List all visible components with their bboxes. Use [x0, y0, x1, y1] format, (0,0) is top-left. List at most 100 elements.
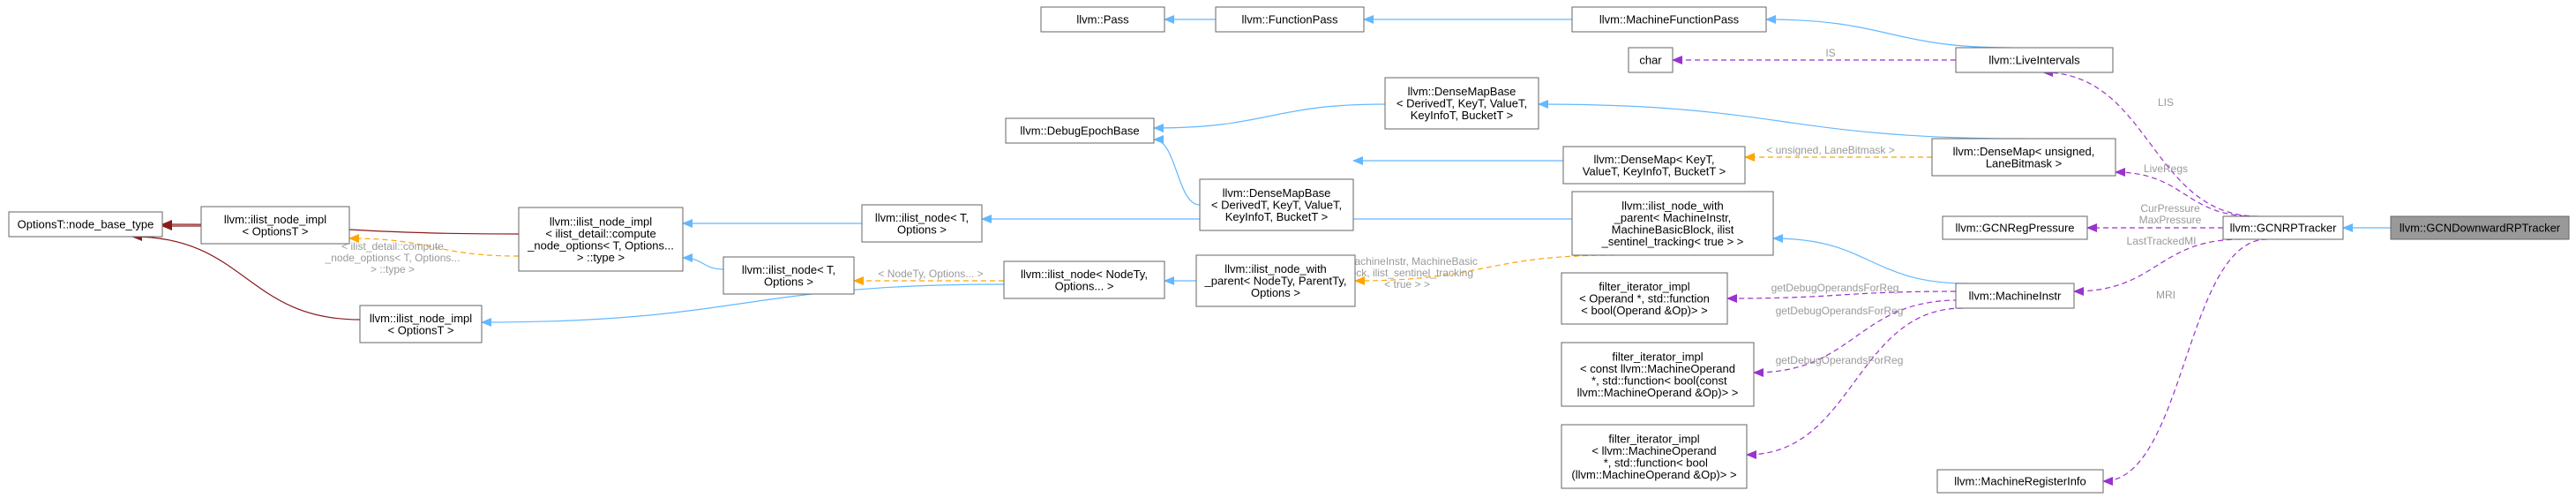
edge-ilist_impl_opt2-to-optionsbase — [131, 232, 361, 321]
class-node-pass[interactable]: llvm::Pass — [1040, 6, 1165, 33]
class-node-box-ilist_impl_opt2 — [359, 305, 483, 343]
class-node-label-filter_operand: filter_iterator_impl< Operand *, std::fu… — [1579, 280, 1710, 317]
class-node-mri[interactable]: llvm::MachineRegisterInfo — [1936, 469, 2104, 494]
class-node-box-ilist_node_T_mid — [723, 256, 855, 295]
edge-label-ilist_node_nodety-to-ilist_node_T_mid: < NodeTy, Options... > — [878, 268, 983, 280]
class-node-functionpass[interactable]: llvm::FunctionPass — [1215, 6, 1365, 33]
class-node-box-densemap_tmpl — [1562, 146, 1746, 185]
class-node-ilist_with_parent_tmpl[interactable]: llvm::ilist_node_with_parent< NodeTy, Pa… — [1195, 254, 1356, 307]
edge-machineinstr-to-filter_operand — [1726, 290, 1957, 303]
class-node-char[interactable]: char — [1628, 47, 1674, 73]
class-node-label-ilist_node_T_mid: llvm::ilist_node< T,Options > — [742, 263, 835, 289]
class-node-label-machineinstr: llvm::MachineInstr — [1969, 290, 2062, 303]
class-node-box-char — [1628, 47, 1674, 73]
class-node-ilist_node_T_top[interactable]: llvm::ilist_node< T,Options > — [861, 204, 983, 243]
edge-gcnrptracker-to-densemap_inst — [2115, 168, 2255, 217]
edge-label-gcnrptracker-to-mri: MRI — [2156, 289, 2175, 301]
class-node-gcnrptracker[interactable]: llvm::GCNRPTracker — [2222, 215, 2344, 240]
edge-gcnrptracker-to-liveintervals — [2042, 68, 2259, 217]
class-node-box-gcnregpressure — [1942, 215, 2088, 240]
class-node-filter_mo[interactable]: filter_iterator_impl< llvm::MachineOpera… — [1561, 424, 1748, 489]
class-node-box-ilist_impl_opt1 — [200, 206, 350, 245]
class-node-label-ilist_impl_opt2: llvm::ilist_node_impl< OptionsT > — [370, 312, 472, 337]
class-node-gcndownward: llvm::GCNDownwardRPTracker — [2390, 215, 2570, 240]
class-node-label-filter_const: filter_iterator_impl< const llvm::Machin… — [1577, 350, 1739, 399]
class-node-box-ilist_node_T_top — [861, 204, 983, 243]
edge-label-machineinstr-to-filter_operand: getDebugOperandsForReg — [1771, 282, 1899, 294]
class-node-label-densemapbase1: llvm::DenseMapBase< DerivedT, KeyT, Valu… — [1397, 85, 1527, 122]
class-node-box-densemap_inst — [1931, 138, 2116, 177]
edge-label-gcnrptracker-to-liveintervals: LIS — [2158, 96, 2174, 109]
class-node-box-mfp — [1571, 6, 1767, 33]
class-node-label-pass: llvm::Pass — [1076, 13, 1129, 26]
class-node-box-optionsbase — [8, 211, 163, 238]
class-node-box-gcnrptracker — [2222, 215, 2344, 240]
class-node-label-optionsbase: OptionsT::node_base_type — [18, 218, 154, 231]
class-node-box-functionpass — [1215, 6, 1365, 33]
class-node-box-ilist_with_parent_inst — [1571, 191, 1774, 256]
class-node-box-densemapbase2 — [1199, 178, 1354, 231]
class-node-machineinstr[interactable]: llvm::MachineInstr — [1955, 283, 2075, 309]
edge-ilist_node_nodety-to-ilist_impl_opt2 — [481, 283, 1005, 327]
class-node-label-ilist_node_T_top: llvm::ilist_node< T,Options > — [875, 211, 969, 237]
edge-densemapbase2-to-debugepoch — [1153, 135, 1201, 206]
class-node-label-densemap_tmpl: llvm::DenseMap< KeyT,ValueT, KeyInfoT, B… — [1583, 153, 1726, 178]
edge-label-gcnrptracker-to-densemap_inst: LiveRegs — [2144, 162, 2188, 175]
edge-label-machineinstr-to-filter_const: getDebugOperandsForReg — [1776, 305, 1904, 317]
edge-liveintervals-to-mfp — [1765, 15, 2012, 49]
class-node-ilist_impl_opt2[interactable]: llvm::ilist_node_impl< OptionsT > — [359, 305, 483, 343]
class-node-label-densemapbase2: llvm::DenseMapBase< DerivedT, KeyT, Valu… — [1211, 186, 1342, 223]
class-node-label-densemap_inst: llvm::DenseMap< unsigned,LaneBitmask > — [1953, 145, 2095, 170]
class-node-label-ilist_node_nodety: llvm::ilist_node< NodeTy,Options... > — [1021, 268, 1148, 293]
class-node-box-liveintervals — [1955, 47, 2114, 73]
edge-densemap_inst-to-densemapbase1 — [1538, 100, 2026, 140]
class-node-box-mri — [1936, 469, 2104, 494]
class-node-densemapbase1[interactable]: llvm::DenseMapBase< DerivedT, KeyT, Valu… — [1384, 77, 1539, 130]
class-node-label-ilist_impl_opt1: llvm::ilist_node_impl< OptionsT > — [224, 213, 326, 238]
class-node-label-ilist_with_parent_inst: llvm::ilist_node_with_parent< MachineIns… — [1601, 199, 1744, 248]
class-node-label-liveintervals: llvm::LiveIntervals — [1988, 54, 2080, 67]
class-node-filter_const[interactable]: filter_iterator_impl< const llvm::Machin… — [1561, 342, 1755, 407]
class-node-label-gcndownward: llvm::GCNDownwardRPTracker — [2400, 222, 2561, 235]
class-node-box-machineinstr — [1955, 283, 2075, 309]
class-node-label-mfp: llvm::MachineFunctionPass — [1599, 13, 1740, 26]
edge-ilist_node_T_mid-to-ilist_impl_compute — [682, 253, 724, 270]
class-node-ilist_node_T_mid[interactable]: llvm::ilist_node< T,Options > — [723, 256, 855, 295]
class-node-box-ilist_impl_compute — [518, 207, 684, 272]
edge-gcnrptracker-to-mri — [2102, 238, 2268, 486]
class-node-ilist_node_nodety[interactable]: llvm::ilist_node< NodeTy,Options... > — [1003, 260, 1165, 299]
class-node-liveintervals[interactable]: llvm::LiveIntervals — [1955, 47, 2114, 73]
class-node-densemap_tmpl[interactable]: llvm::DenseMap< KeyT,ValueT, KeyInfoT, B… — [1562, 146, 1746, 185]
class-node-densemap_inst[interactable]: llvm::DenseMap< unsigned,LaneBitmask > — [1931, 138, 2116, 177]
edge-label-liveintervals-to-char: IS — [1825, 47, 1835, 59]
edge-ilist_with_parent_inst-to-ilist_with_parent_tmpl — [1354, 254, 1615, 285]
class-node-label-mri: llvm::MachineRegisterInfo — [1954, 475, 2086, 488]
edge-label-gcnrptracker-to-machineinstr: LastTrackedMI — [2127, 235, 2197, 247]
class-node-label-debugepoch: llvm::DebugEpochBase — [1020, 124, 1139, 138]
class-node-densemapbase2[interactable]: llvm::DenseMapBase< DerivedT, KeyT, Valu… — [1199, 178, 1354, 231]
class-node-label-char: char — [1639, 54, 1662, 67]
class-node-box-debugepoch — [1005, 117, 1155, 144]
class-node-label-gcnregpressure: llvm::GCNRegPressure — [1955, 222, 2074, 235]
edge-machineinstr-to-filter_const — [1753, 299, 1959, 377]
class-node-mfp[interactable]: llvm::MachineFunctionPass — [1571, 6, 1767, 33]
class-node-label-filter_mo: filter_iterator_impl< llvm::MachineOpera… — [1571, 432, 1736, 481]
class-node-optionsbase[interactable]: OptionsT::node_base_type — [8, 211, 163, 238]
class-node-ilist_with_parent_inst[interactable]: llvm::ilist_node_with_parent< MachineIns… — [1571, 191, 1774, 256]
class-node-ilist_impl_compute[interactable]: llvm::ilist_node_impl< ilist_detail::com… — [518, 207, 684, 272]
class-node-ilist_impl_opt1[interactable]: llvm::ilist_node_impl< OptionsT > — [200, 206, 350, 245]
class-node-box-gcndownward — [2390, 215, 2570, 240]
class-node-box-ilist_with_parent_tmpl — [1195, 254, 1356, 307]
class-node-filter_operand[interactable]: filter_iterator_impl< Operand *, std::fu… — [1561, 272, 1728, 325]
edge-machineinstr-to-ilist_with_parent_inst — [1772, 234, 1968, 284]
edge-label-ilist_impl_compute-to-ilist_impl_opt1: < ilist_detail::compute_node_options< T,… — [325, 240, 461, 275]
class-node-gcnregpressure[interactable]: llvm::GCNRegPressure — [1942, 215, 2088, 240]
class-node-box-pass — [1040, 6, 1165, 33]
class-node-debugepoch[interactable]: llvm::DebugEpochBase — [1005, 117, 1155, 144]
edge-label-densemap_inst-to-densemap_tmpl: < unsigned, LaneBitmask > — [1766, 144, 1894, 156]
edge-label-machineinstr-to-filter_mo: getDebugOperandsForReg — [1776, 354, 1904, 366]
class-node-box-filter_mo — [1561, 424, 1748, 489]
